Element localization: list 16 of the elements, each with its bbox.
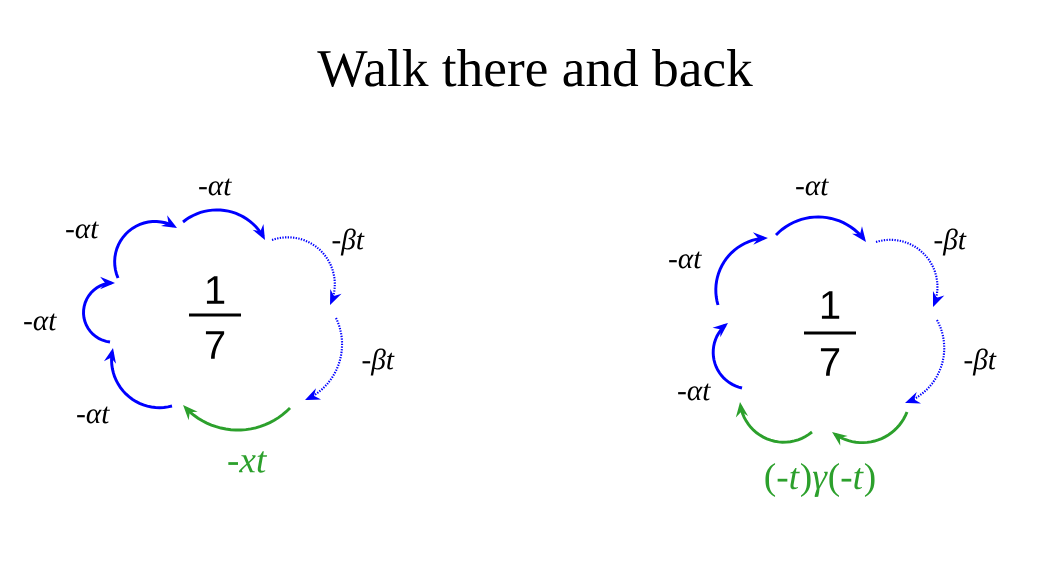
formula-label: -xt [228,451,268,473]
formula-label: -αt [669,251,702,269]
formula-label: -βt [332,228,365,256]
formula-label: -βt [964,348,997,376]
formula-label: -αt [796,178,829,196]
formula-label: -αt [66,221,99,239]
formula-label: (-t)γ(-t) [765,463,875,497]
fraction: 1 7 [189,276,241,359]
title: Walk there and back [317,49,753,87]
formula-label: -αt [678,383,711,401]
fraction: 1 7 [804,291,856,376]
formula-label: -αt [199,178,232,196]
formula-label: -βt [934,228,967,256]
formula-label: -βt [362,348,395,376]
formula-label: -αt [24,313,57,331]
formula-label: -αt [77,406,110,424]
